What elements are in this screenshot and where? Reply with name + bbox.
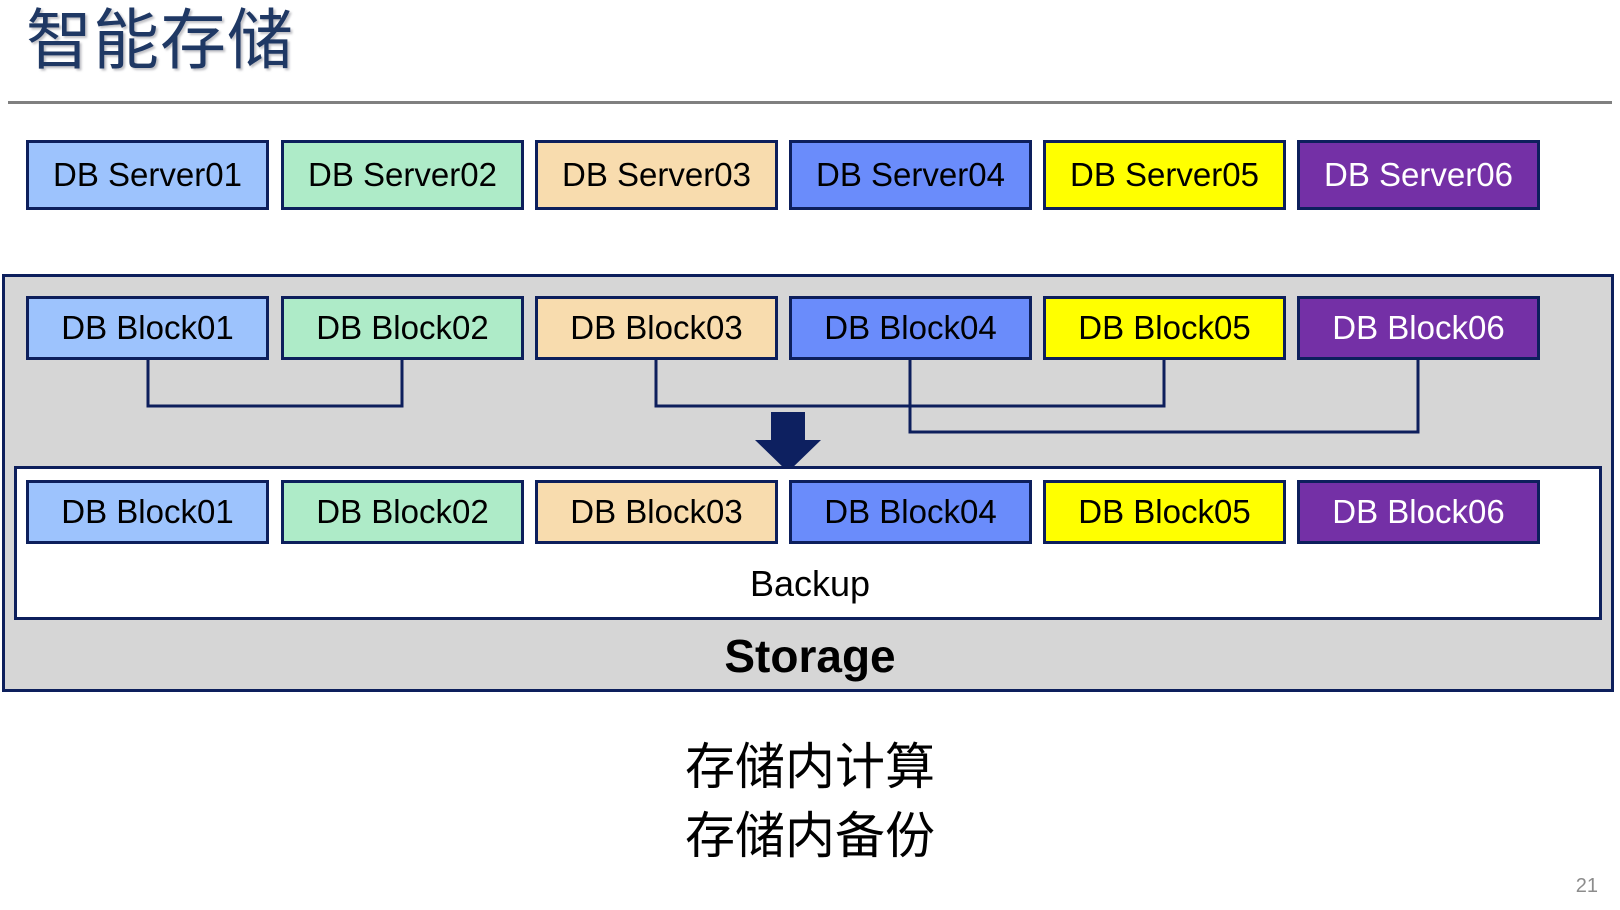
page-number: 21 [1575,875,1598,897]
db-block-box-2[interactable]: DB Block02 [281,296,524,360]
db-block-backup-box-1[interactable]: DB Block01 [26,480,269,544]
db-block-backup-box-6[interactable]: DB Block06 [1297,480,1540,544]
backup-label: Backup [749,563,871,604]
db-server-box-6[interactable]: DB Server06 [1297,140,1540,210]
db-block-backup-box-5[interactable]: DB Block05 [1043,480,1286,544]
page-title: 智能存储 [26,3,294,77]
db-server-box-1[interactable]: DB Server01 [26,140,269,210]
caption-line-2: 存储内备份 [685,808,935,864]
caption-line-1: 存储内计算 [685,739,935,795]
title-divider [8,101,1612,104]
db-block-box-4[interactable]: DB Block04 [789,296,1032,360]
slide-caption: 存储内计算 存储内备份 [0,733,1620,871]
db-server-box-3[interactable]: DB Server03 [535,140,778,210]
db-server-box-5[interactable]: DB Server05 [1043,140,1286,210]
db-block-box-1[interactable]: DB Block01 [26,296,269,360]
db-block-backup-box-2[interactable]: DB Block02 [281,480,524,544]
db-server-box-4[interactable]: DB Server04 [789,140,1032,210]
db-block-box-3[interactable]: DB Block03 [535,296,778,360]
db-block-box-5[interactable]: DB Block05 [1043,296,1286,360]
db-block-backup-box-3[interactable]: DB Block03 [535,480,778,544]
db-block-box-6[interactable]: DB Block06 [1297,296,1540,360]
db-block-backup-box-4[interactable]: DB Block04 [789,480,1032,544]
storage-label: Storage [724,630,896,682]
db-server-box-2[interactable]: DB Server02 [281,140,524,210]
